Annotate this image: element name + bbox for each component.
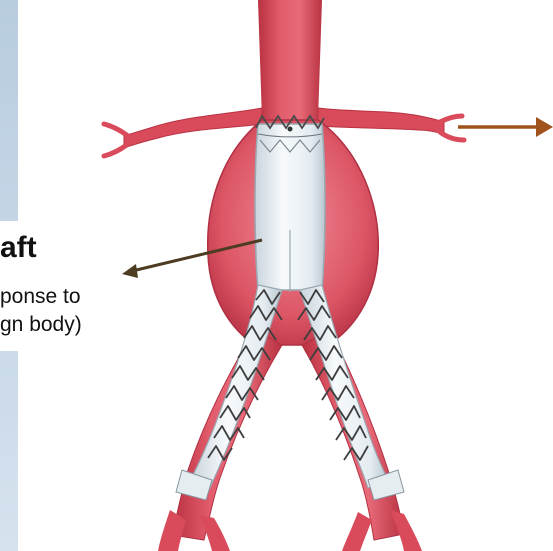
caption-title: aft [0, 231, 37, 265]
caption-line-2: gn body) [0, 313, 82, 337]
upper-aorta [258, 0, 322, 120]
arrow-right-icon [458, 117, 553, 137]
right-renal-artery [318, 108, 444, 134]
graft-marker [288, 127, 293, 132]
caption-line-1: ponse to [0, 285, 81, 309]
